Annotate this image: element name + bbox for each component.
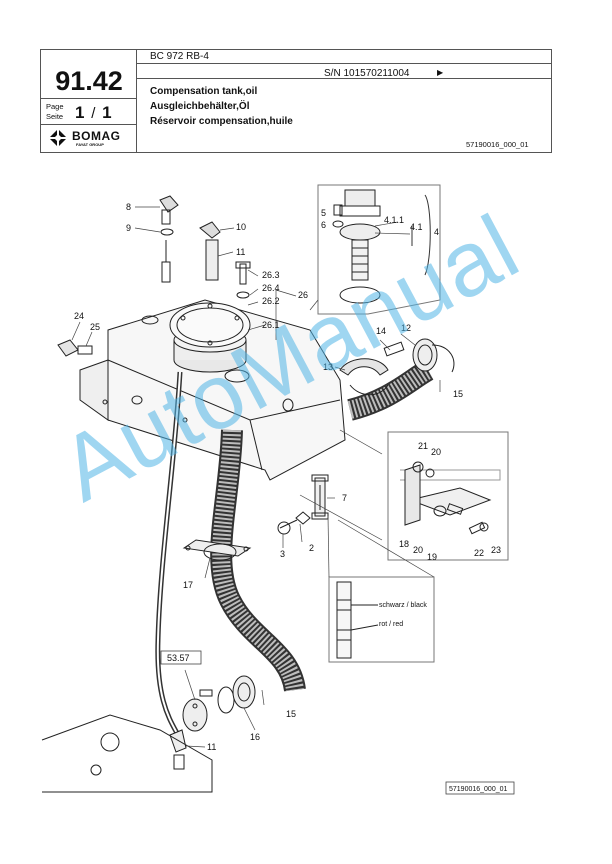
title-en: Compensation tank,oil (150, 86, 258, 97)
callout-13: 13 (323, 362, 333, 372)
clamp-13 (339, 341, 405, 396)
callout-21: 21 (418, 441, 428, 451)
arrow-right-icon: ▶ (437, 68, 444, 77)
callout-14: 14 (376, 326, 386, 336)
title-de: Ausgleichbehälter,Öl (150, 101, 250, 112)
model-name: BC 972 RB-4 (150, 51, 209, 62)
page-label-en: Page (46, 102, 64, 111)
detail-box-bracket (387, 431, 509, 561)
header-divider-page (40, 98, 137, 99)
level-gauge-7 (311, 474, 329, 520)
callout-10: 10 (236, 222, 246, 232)
callout-2: 2 (309, 543, 314, 553)
callout-53-57: 53.57 (167, 653, 190, 663)
doc-reference: 57190016_000_01 (466, 140, 529, 149)
leader-lines (71, 206, 441, 748)
bracket-17 (182, 539, 252, 561)
callout-26-4: 26.4 (262, 283, 280, 293)
elbow-12 (412, 338, 455, 373)
footer-reference: 57190016_000_01 (449, 786, 508, 793)
page-fraction: 1 / 1 (75, 103, 113, 123)
callout-17: 17 (183, 580, 193, 590)
callout-15-upper: 15 (453, 389, 463, 399)
callout-26-3: 26.3 (262, 270, 280, 280)
callout-8: 8 (126, 202, 131, 212)
callout-19: 19 (427, 552, 437, 562)
sensor-8 (159, 195, 179, 283)
callout-4-1: 4.1 (410, 222, 423, 232)
page-separator: / (91, 105, 97, 122)
seal-16 (217, 675, 256, 714)
header-divider-model (136, 63, 552, 64)
callout-20-upper: 20 (431, 447, 441, 457)
callout-26: 26 (298, 290, 308, 300)
fitting-10 (199, 221, 221, 281)
legend-black-label: schwarz / black (379, 602, 427, 609)
callout-26-1: 26.1 (262, 320, 280, 330)
callout-5: 5 (321, 208, 326, 218)
bolt-2 (277, 511, 311, 535)
elbow-11 (169, 729, 187, 770)
callout-3: 3 (280, 549, 285, 559)
header-divider-logo (40, 124, 137, 125)
plug-24 (57, 339, 93, 357)
callout-9: 9 (126, 223, 131, 233)
callout-22: 22 (474, 548, 484, 558)
callout-20-lower: 20 (413, 545, 423, 555)
footer-ref-frame (445, 781, 515, 795)
brand-sub: FAYAT GROUP (76, 142, 104, 147)
legend-red-label: rot / red (379, 621, 403, 628)
brand-name: BOMAG (72, 129, 121, 143)
callout-26-2: 26.2 (262, 296, 280, 306)
callout-11-bottom: 11 (207, 742, 216, 752)
callout-53-57-frame (160, 650, 202, 665)
callout-25: 25 (90, 322, 100, 332)
hydraulic-tank-lower (41, 714, 213, 793)
callout-16: 16 (250, 732, 260, 742)
callout-7: 7 (342, 493, 347, 503)
title-fr: Réservoir compensation,huile (150, 116, 293, 127)
bomag-logo-icon (49, 129, 67, 147)
header-frame (40, 49, 552, 153)
callout-24: 24 (74, 311, 84, 321)
legend-box (328, 576, 435, 663)
callout-15-lower: 15 (286, 709, 296, 719)
detail-box-4 (317, 184, 441, 315)
header-divider-serial (136, 78, 552, 79)
page-label-de: Seite (46, 112, 64, 121)
tank-body (79, 299, 346, 481)
callout-4: 4 (434, 227, 439, 237)
page-current: 1 (75, 103, 86, 122)
header-divider-vertical (136, 49, 137, 153)
callout-12: 12 (401, 323, 411, 333)
callout-23: 23 (491, 545, 501, 555)
callout-4-1-1: 4.1.1 (384, 215, 404, 225)
filler-neck (169, 302, 251, 373)
bolt-26-3 (235, 261, 251, 299)
serial-number: S/N 101570211004 (324, 68, 410, 79)
page-total: 1 (102, 103, 113, 122)
callout-6: 6 (321, 220, 326, 230)
flange-53-57 (182, 689, 213, 732)
callout-18: 18 (399, 539, 409, 549)
group-number: 91.42 (55, 66, 123, 96)
callout-11-top: 11 (236, 247, 245, 257)
